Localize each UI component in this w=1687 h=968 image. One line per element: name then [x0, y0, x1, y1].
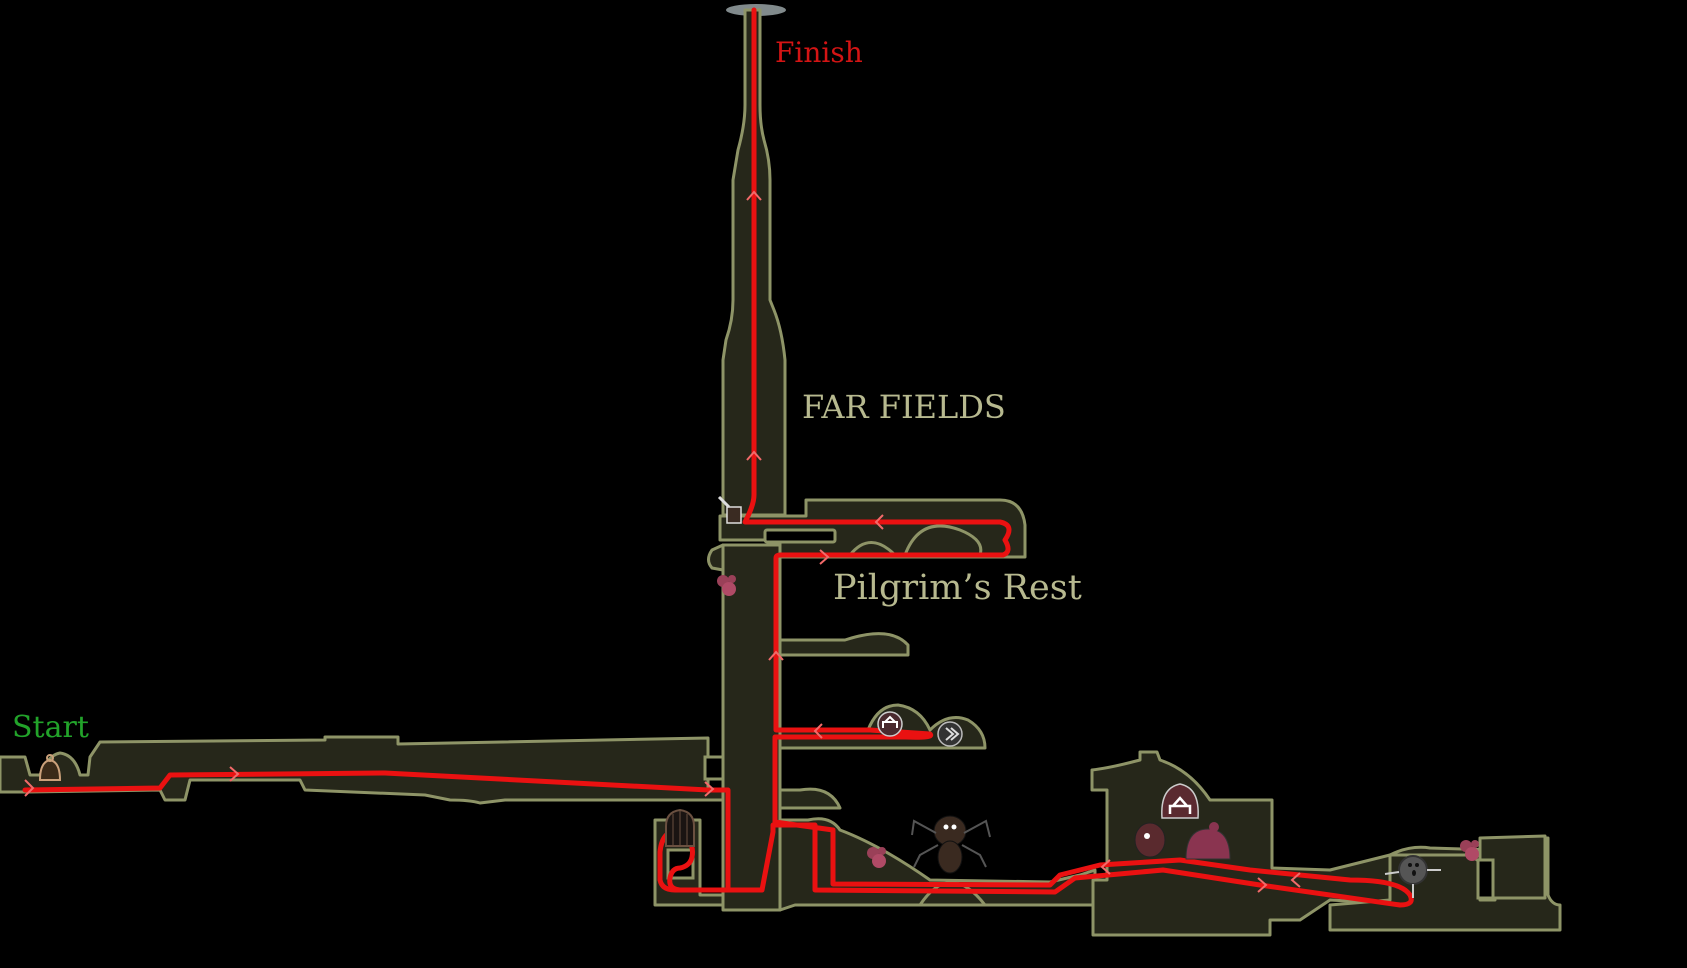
- bell-icon[interactable]: [38, 754, 62, 781]
- start-label: Start: [12, 710, 89, 745]
- arrow-8: [746, 450, 762, 461]
- ledge-2: [778, 787, 842, 810]
- arrow-12: [1290, 872, 1301, 888]
- spider-icon[interactable]: [911, 815, 991, 874]
- rosary-icon[interactable]: [717, 575, 736, 596]
- arrow-1: [24, 779, 35, 797]
- arrow-3: [704, 781, 715, 797]
- slot-hole: [763, 528, 837, 544]
- arch-deco: [848, 524, 983, 557]
- finish-label: Finish: [775, 36, 863, 69]
- rosary-icon[interactable]: [1460, 840, 1479, 861]
- spike-ball-icon[interactable]: [1384, 855, 1441, 898]
- route-arrows: [24, 190, 1301, 893]
- far-right-hole: [1476, 858, 1495, 900]
- key-icon[interactable]: [717, 495, 742, 524]
- arrow-9: [746, 190, 762, 201]
- rosary-icon[interactable]: [867, 847, 886, 868]
- bench-icon[interactable]: [1161, 783, 1199, 819]
- room-left-corridor: [0, 735, 725, 805]
- bench-icon[interactable]: [877, 711, 903, 737]
- npc-icon[interactable]: [1134, 822, 1166, 858]
- room-central-shaft: [721, 543, 782, 912]
- arrow-2: [229, 766, 240, 782]
- arrow-5: [813, 723, 823, 739]
- room-shaft-ledge: [707, 543, 725, 572]
- arrow-4: [768, 650, 784, 661]
- fast-travel-icon[interactable]: [937, 721, 963, 747]
- arrow-6: [819, 549, 830, 565]
- arrow-10: [1100, 859, 1111, 875]
- ledge-1: [778, 632, 910, 657]
- arrow-11: [1257, 877, 1268, 893]
- small-hole: [703, 755, 725, 781]
- npc-hat-icon[interactable]: [1185, 822, 1231, 860]
- area-label-far-fields: FAR FIELDS: [802, 388, 1006, 426]
- cage-icon[interactable]: [665, 808, 695, 847]
- arrow-7: [874, 514, 884, 530]
- route-path: [22, 7, 1414, 908]
- area-label-pilgrims-rest: Pilgrim’s Rest: [833, 568, 1082, 608]
